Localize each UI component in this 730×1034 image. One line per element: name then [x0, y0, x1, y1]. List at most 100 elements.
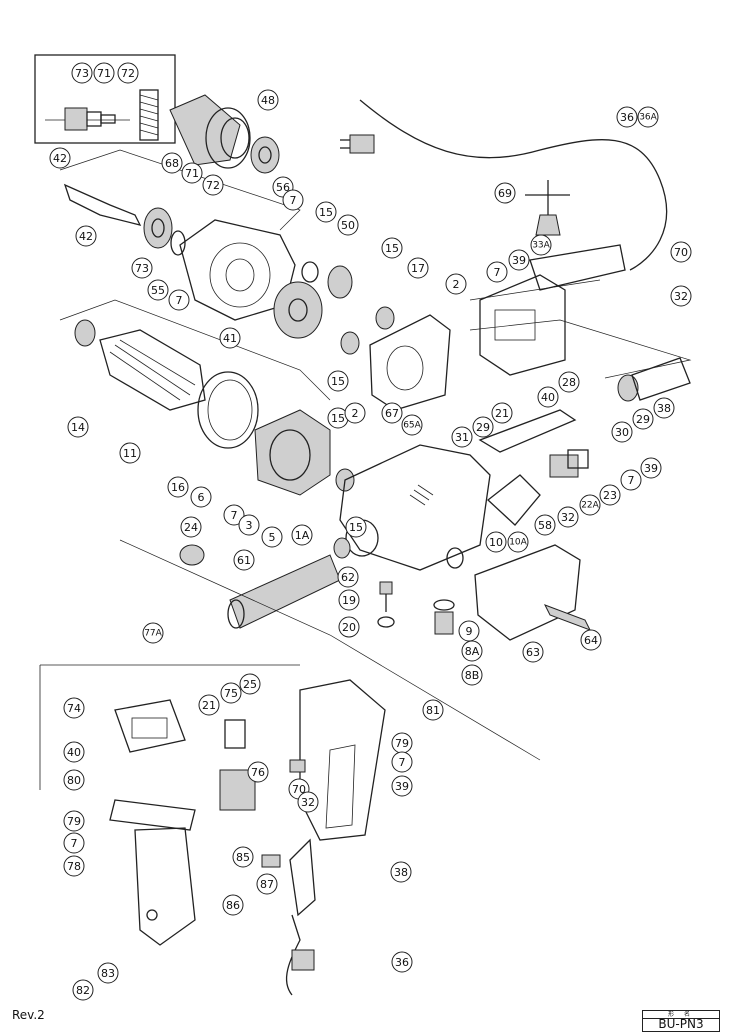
- callout-number: 72: [121, 67, 135, 80]
- callout-circle: [611, 421, 633, 443]
- callout-number: 70: [674, 246, 688, 259]
- callout-number: 85: [236, 851, 250, 864]
- callout-number: 64: [584, 634, 598, 647]
- callout-circle: [131, 257, 153, 279]
- callout-circle: [338, 589, 360, 611]
- callout-number: 5: [269, 531, 276, 544]
- callout-circle: [256, 873, 278, 895]
- callout-circle: [494, 182, 516, 204]
- callout-number: 3: [246, 519, 253, 532]
- callout-number: 32: [561, 511, 575, 524]
- callout-number: 15: [319, 206, 333, 219]
- callout-number: 48: [261, 94, 275, 107]
- callout-number: 39: [512, 254, 526, 267]
- callout-circle: [381, 402, 403, 424]
- callout-circle: [180, 516, 202, 538]
- callout-number: 72: [206, 179, 220, 192]
- callout-number: 67: [385, 407, 399, 420]
- callout-number: 56: [276, 181, 290, 194]
- callout-number: 42: [53, 152, 67, 165]
- callout-circle: [67, 416, 89, 438]
- callout-circle: [63, 769, 85, 791]
- callout-number: 36A: [639, 113, 657, 123]
- callout-number: 68: [165, 157, 179, 170]
- callout-circle: [219, 327, 241, 349]
- callout-number: 7: [494, 266, 501, 279]
- callout-number: 40: [67, 746, 81, 759]
- callout-circle: [670, 285, 692, 307]
- callout-number: 8B: [465, 669, 480, 682]
- callout-circle: [381, 237, 403, 259]
- callout-circle: [63, 855, 85, 877]
- callout-circle: [167, 476, 189, 498]
- callout-circle: [232, 846, 254, 868]
- spindle: [63, 183, 186, 256]
- callout-number: 38: [657, 402, 671, 415]
- callout-number: 80: [67, 774, 81, 787]
- callout-number: 25: [243, 678, 257, 691]
- callout-circle: [491, 402, 513, 424]
- callout-number: 7: [290, 194, 297, 207]
- callout-circle: [220, 682, 242, 704]
- callout-number: 62: [341, 571, 355, 584]
- callout-number: 14: [71, 421, 85, 434]
- callout-number: 20: [342, 621, 356, 634]
- callout-number: 83: [101, 967, 115, 980]
- gears: [273, 261, 395, 492]
- callout-number: 33A: [532, 241, 550, 251]
- callout-number: 82: [76, 984, 90, 997]
- callout-circle: [507, 531, 529, 553]
- callout-number: 58: [538, 519, 552, 532]
- callout-number: 7: [399, 756, 406, 769]
- callout-circle: [534, 514, 556, 536]
- callout-circle: [616, 106, 638, 128]
- callout-number: 29: [636, 413, 650, 426]
- callout-number: 42: [79, 230, 93, 243]
- callout-circle: [291, 524, 313, 546]
- callout-circle: [297, 791, 319, 813]
- callout-number: 30: [615, 426, 629, 439]
- callout-circle: [670, 241, 692, 263]
- callout-number: 15: [349, 521, 363, 534]
- callout-circle: [71, 62, 93, 84]
- callout-number: 70: [292, 783, 306, 796]
- callout-number: 24: [184, 521, 198, 534]
- callout-number: 61: [237, 554, 251, 567]
- callout-circle: [119, 442, 141, 464]
- callout-circle: [580, 629, 602, 651]
- callout-circle: [337, 566, 359, 588]
- callout-number: 81: [426, 704, 440, 717]
- callout-number: 41: [223, 332, 237, 345]
- callout-number: 74: [67, 702, 81, 715]
- callout-number: 16: [171, 481, 185, 494]
- callout-circle: [537, 386, 559, 408]
- callout-circle: [198, 694, 220, 716]
- callout-circle: [485, 531, 507, 553]
- callout-circle: [422, 699, 444, 721]
- callout-circle: [238, 514, 260, 536]
- callout-number: 21: [202, 699, 216, 712]
- callout-circle: [239, 673, 261, 695]
- callout-number: 2: [352, 407, 359, 420]
- callout-number: 78: [67, 860, 81, 873]
- callout-circle: [72, 979, 94, 1001]
- motor-housing: [339, 444, 491, 571]
- callout-circle: [461, 640, 483, 662]
- callout-number: 1A: [295, 529, 310, 542]
- callout-number: 36: [620, 111, 634, 124]
- callout-number: 23: [603, 489, 617, 502]
- callout-number: 7: [231, 509, 238, 522]
- callout-circle: [461, 664, 483, 686]
- callout-number: 10: [489, 536, 503, 549]
- callout-circle: [337, 214, 359, 236]
- callout-circle: [445, 273, 467, 295]
- callout-number: 7: [628, 474, 635, 487]
- callout-circle: [640, 457, 662, 479]
- callout-number: 40: [541, 391, 555, 404]
- callout-circle: [391, 951, 413, 973]
- callout-number: 9: [466, 625, 473, 638]
- callout-circle: [257, 89, 279, 111]
- model-header: 形 名: [643, 1011, 719, 1019]
- callout-circle: [558, 371, 580, 393]
- model-name: BU-PN3: [658, 1017, 704, 1031]
